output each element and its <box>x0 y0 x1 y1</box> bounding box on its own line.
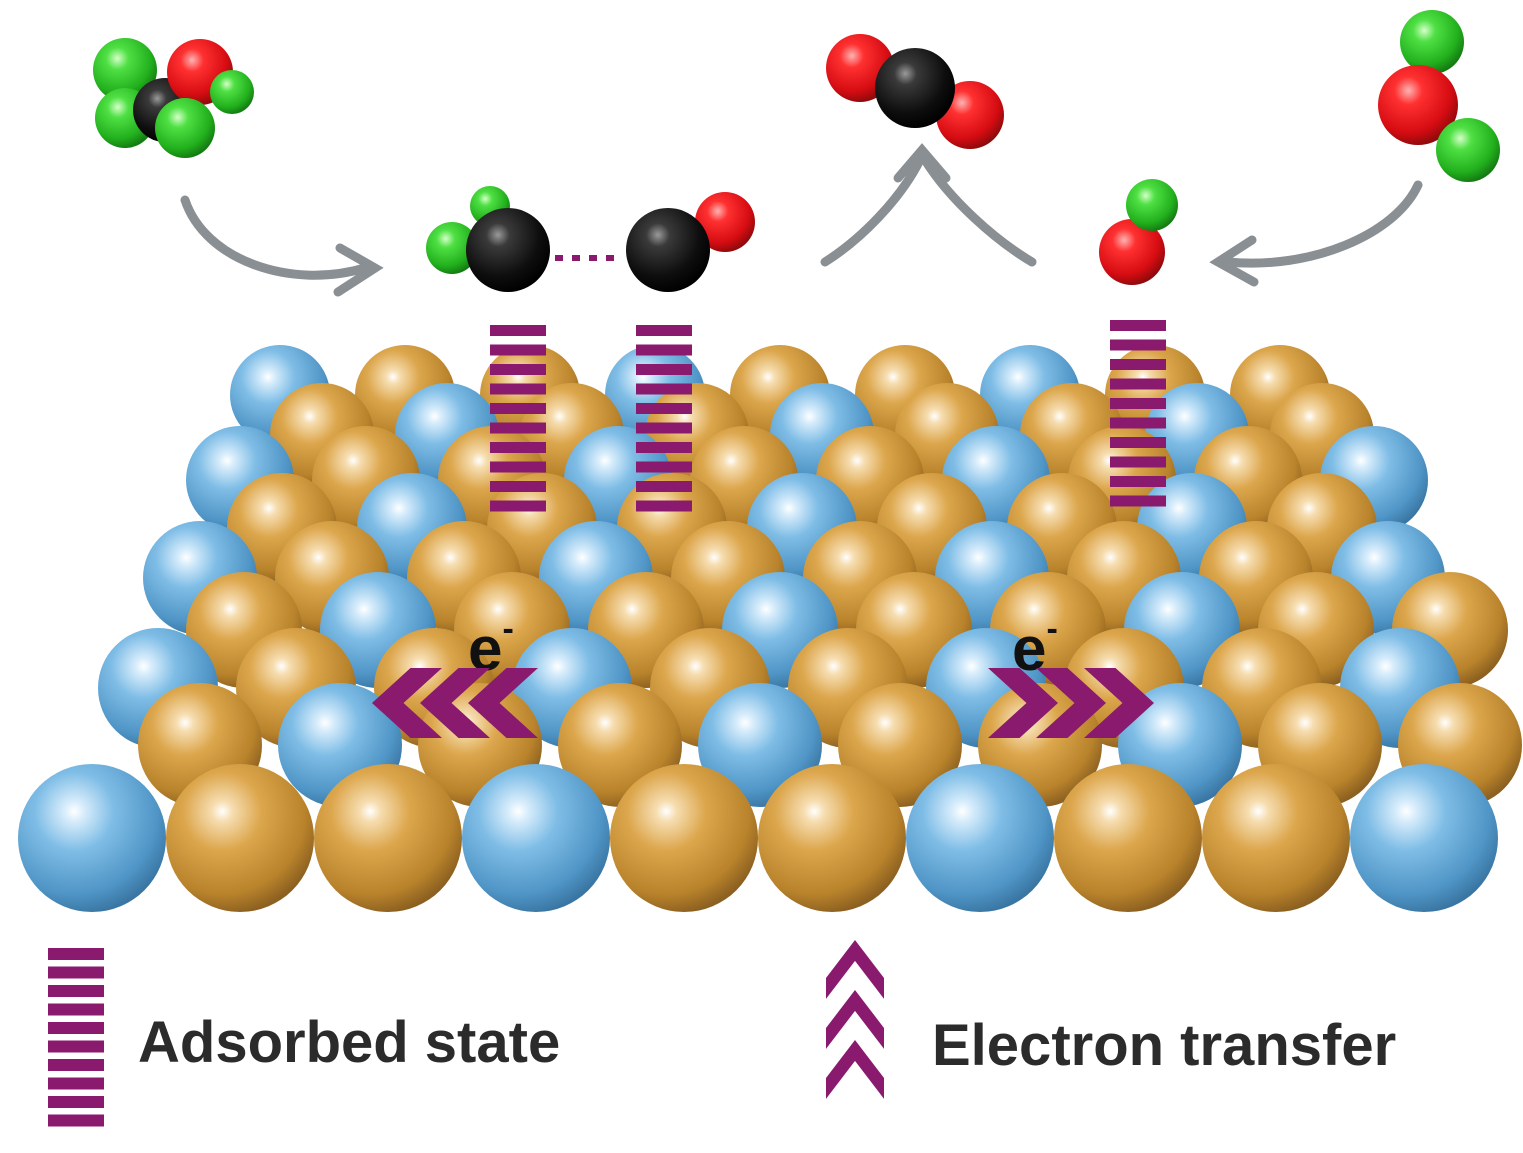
adsorbed-stripe <box>1110 320 1166 331</box>
surface-atom-blue <box>1350 764 1498 912</box>
surface-atom-gold <box>166 764 314 912</box>
adsorbed-bar <box>490 325 546 512</box>
chevron <box>420 668 490 738</box>
adsorbed-bar <box>1110 320 1166 507</box>
adsorbed-stripe <box>636 344 692 356</box>
adsorbed-stripe <box>48 1059 104 1071</box>
arrow-ccl4-to-adsorbed <box>180 195 370 280</box>
adsorbed-stripe <box>490 481 546 492</box>
adsorbed-stripe <box>636 383 692 395</box>
chevron <box>988 668 1058 738</box>
adsorbed-stripe <box>490 422 546 434</box>
adsorbed-stripe <box>636 364 692 375</box>
adsorbed-bar <box>636 325 692 512</box>
co2-molecule <box>826 34 1004 149</box>
surface-atom-blue <box>698 683 822 807</box>
electron-label-right: e- <box>1012 610 1058 684</box>
adsorbed-stripe <box>48 1040 104 1053</box>
arrow-ccl4-head <box>333 243 384 297</box>
surface-atom-blue <box>906 764 1054 912</box>
striped-bar-icon <box>48 948 104 1127</box>
arrow-ocl-to-co2 <box>920 155 1037 267</box>
surface-atom-gold <box>1202 764 1350 912</box>
chevron <box>1084 668 1154 738</box>
surface-atom-blue <box>462 764 610 912</box>
adsorbed-stripe <box>490 461 546 473</box>
electron-transfer-left-chevrons <box>372 668 538 738</box>
adsorbed-stripe <box>1110 495 1166 507</box>
chevron <box>372 668 442 738</box>
adsorbed-stripe <box>490 403 546 414</box>
adsorbed-stripe <box>636 442 692 453</box>
legend-adsorbed-label: Adsorbed state <box>138 1010 560 1075</box>
adsorbed-stripe <box>1110 476 1166 487</box>
surface-atom-gold <box>1054 764 1202 912</box>
chevron-stack-icon <box>826 940 884 1099</box>
adsorbed-stripe <box>1110 398 1166 409</box>
adsorbed-stripe <box>636 481 692 492</box>
adsorbed-stripe <box>48 1077 104 1090</box>
adsorbed-stripe <box>636 325 692 336</box>
legend-transfer-label: Electron transfer <box>932 1013 1396 1078</box>
surface-atom-gold <box>314 764 462 912</box>
adsorbed-stripe <box>1110 437 1166 448</box>
chevron <box>826 940 884 999</box>
adsorbed-stripe <box>490 325 546 336</box>
electron-transfer-right-chevrons <box>988 668 1154 738</box>
adsorbed-stripe <box>636 500 692 512</box>
catalyst-surface <box>18 345 1522 912</box>
chevron <box>826 990 884 1049</box>
adsorbed-stripe <box>48 1003 104 1016</box>
adsorbed-bar <box>48 948 104 1127</box>
adsorbed-stripe <box>490 442 546 453</box>
ocl-adsorbed-molecule <box>1099 179 1178 285</box>
arrow-co2-head <box>893 143 951 183</box>
adsorbed-stripe <box>1110 339 1166 351</box>
adsorbed-stripe <box>1110 378 1166 390</box>
adsorbed-stripe <box>1110 417 1166 429</box>
surface-atom-gold <box>758 764 906 912</box>
surface-atom-blue <box>18 764 166 912</box>
adsorbed-stripe <box>636 422 692 434</box>
adsorbed-stripe <box>48 1114 104 1127</box>
adsorbed-stripe <box>48 948 104 960</box>
adsorbed-stripe <box>48 1096 104 1108</box>
adsorbed-stripe <box>48 1022 104 1034</box>
ccl4-molecule <box>93 38 254 158</box>
adsorbed-stripe <box>490 383 546 395</box>
adsorbed-stripe <box>636 461 692 473</box>
adsorbed-markers <box>490 320 1166 512</box>
adsorbed-stripe <box>490 500 546 512</box>
cl2o-molecule <box>1378 10 1500 182</box>
adsorbed-stripe <box>1110 456 1166 468</box>
cocl2-adsorbed-molecule <box>426 186 755 292</box>
adsorbed-stripe <box>490 364 546 375</box>
surface-atom-gold <box>610 764 758 912</box>
adsorbed-stripe <box>48 966 104 979</box>
process-arrows <box>180 143 1423 297</box>
arrow-cl2o-to-ocl <box>1223 180 1423 268</box>
adsorbed-stripe <box>490 344 546 356</box>
chevron <box>826 1040 884 1099</box>
arrow-adsorbed-to-co2 <box>820 155 925 267</box>
chevron <box>468 668 538 738</box>
legend: Adsorbed state Electron transfer <box>48 940 1396 1127</box>
arrow-cl2o-head <box>1209 235 1259 287</box>
chevron <box>1036 668 1106 738</box>
adsorbed-stripe <box>48 985 104 997</box>
adsorbed-stripe <box>636 403 692 414</box>
adsorbed-stripe <box>1110 359 1166 370</box>
